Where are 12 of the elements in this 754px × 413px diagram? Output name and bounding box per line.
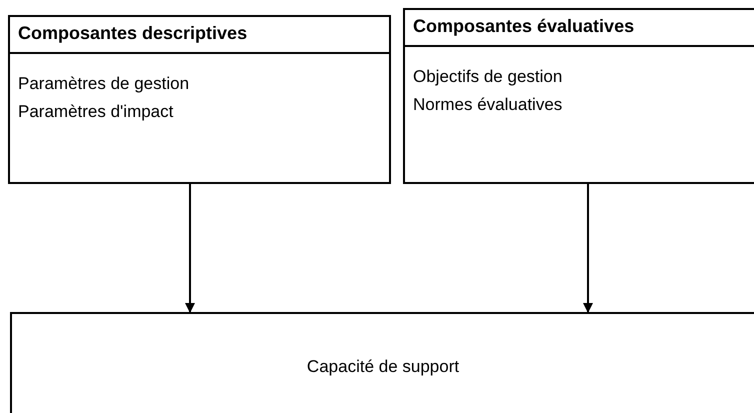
arrow: [583, 184, 593, 313]
process-box: [10, 312, 754, 413]
list-item: Objectifs de gestion: [412, 66, 564, 88]
box-heading: Composantes descriptives: [10, 17, 389, 54]
box-label: Capacité de support: [306, 357, 460, 377]
process-box: [8, 15, 391, 184]
arrow: [185, 184, 195, 313]
box-heading: Composantes évaluatives: [405, 10, 754, 47]
list-item: Paramètres de gestion: [17, 73, 190, 95]
list-item: Paramètres d'impact: [17, 101, 174, 123]
list-item: Normes évaluatives: [412, 94, 564, 116]
process-box: [403, 8, 754, 184]
